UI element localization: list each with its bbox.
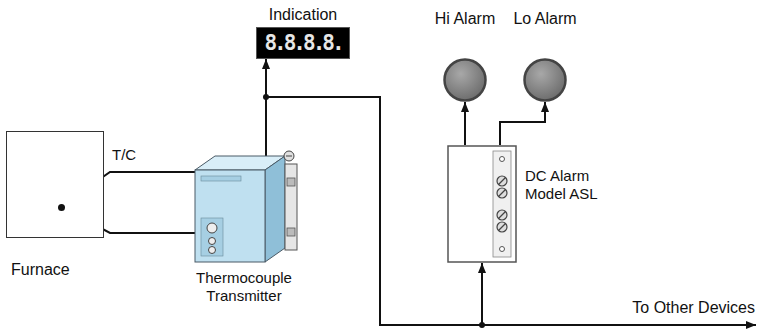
junction-dot <box>58 204 65 211</box>
node-label: Lo Alarm <box>513 10 576 28</box>
lamp-shape <box>443 58 487 102</box>
node-label: Furnace <box>11 261 70 279</box>
display-digits: 8.8.8.8. <box>264 29 341 57</box>
node-label: Thermocouple Transmitter <box>179 269 309 305</box>
output-label: To Other Devices <box>632 299 755 317</box>
lamp-shape <box>523 58 567 102</box>
node-label: Hi Alarm <box>435 10 495 28</box>
wire-label: T/C <box>112 146 136 164</box>
alarm-module: DC Alarm Model ASL <box>447 145 517 263</box>
alarm-lamp: Lo Alarm <box>523 58 567 102</box>
alarm-lamp: Hi Alarm <box>443 58 487 102</box>
signal-wire <box>500 102 545 145</box>
signal-wire <box>464 102 466 145</box>
display-box: Indication8.8.8.8. <box>256 27 350 59</box>
output-wire <box>482 324 756 326</box>
furnace-box: Furnace <box>6 131 104 238</box>
node-label: DC Alarm Model ASL <box>525 167 621 203</box>
node-label: Indication <box>269 6 338 24</box>
transmitter-illustration <box>185 148 303 266</box>
transmitter-box: Thermocouple Transmitter <box>185 148 303 266</box>
alarm-module-illustration <box>447 145 517 263</box>
